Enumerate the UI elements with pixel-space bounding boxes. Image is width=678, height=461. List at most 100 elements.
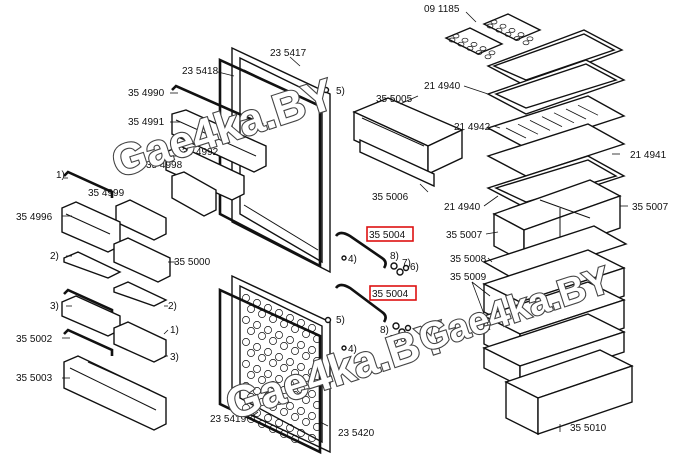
mesh-cell	[308, 346, 316, 354]
mesh-cell	[264, 370, 272, 378]
mesh-cell	[313, 335, 321, 343]
mesh-cell	[242, 360, 250, 368]
mesh-cell	[297, 341, 305, 349]
mesh-cell	[308, 324, 316, 332]
ice-cell	[461, 37, 469, 43]
mesh-cell	[291, 413, 299, 421]
mesh-cell	[275, 419, 283, 427]
shelf-slot	[565, 108, 587, 120]
mesh-cell	[242, 404, 250, 412]
shelf-slot	[577, 104, 599, 116]
note-7-lower: 7)	[390, 334, 399, 345]
mesh-cell	[302, 374, 310, 382]
mesh-cell	[253, 365, 261, 373]
mesh-cell	[302, 352, 310, 360]
label-23-5417: 23 5417	[270, 48, 307, 59]
label-35-5003: 35 5003	[16, 373, 53, 384]
note-5-upper: 5)	[336, 86, 345, 97]
mesh-cell	[308, 412, 316, 420]
note-1-right: 1)	[170, 325, 179, 336]
label-35-5004-upper: 35 5004	[369, 230, 406, 241]
mesh-cell	[280, 320, 288, 328]
mesh-cell	[247, 327, 255, 335]
label-23-5418: 23 5418	[182, 66, 219, 77]
mesh-cell	[286, 314, 294, 322]
ice-cell	[495, 27, 503, 33]
label-35-5010: 35 5010	[570, 423, 607, 434]
door-bins	[61, 84, 267, 431]
mesh-cell	[286, 380, 294, 388]
mesh-cell	[253, 409, 261, 417]
ice-cell	[475, 50, 483, 55]
note-7-upper: 7)	[402, 258, 411, 269]
mesh-cell	[291, 347, 299, 355]
mesh-cell	[275, 309, 283, 317]
freezer-drawer-upper	[352, 97, 464, 188]
mesh-cell	[280, 430, 288, 438]
mesh-cell	[297, 363, 305, 371]
note-6-lower: 6)	[400, 334, 409, 345]
mesh-cell	[280, 408, 288, 416]
mesh-cell	[280, 386, 288, 394]
mesh-cell	[247, 305, 255, 313]
mesh-cell	[253, 387, 261, 395]
ice-cell	[513, 36, 521, 41]
mesh-cell	[242, 382, 250, 390]
label-35-5009: 35 5009	[450, 272, 487, 283]
mesh-cell	[264, 392, 272, 400]
ice-cell	[499, 23, 507, 29]
mesh-cell	[275, 397, 283, 405]
mesh-cell	[258, 310, 266, 318]
mesh-cell	[291, 325, 299, 333]
ice-cell	[504, 32, 512, 37]
mesh-cell	[308, 390, 316, 398]
label-21-4940-bottom: 21 4940	[444, 202, 481, 213]
mesh-cell	[247, 371, 255, 379]
label-35-5007-right: 35 5007	[632, 202, 669, 213]
ice-cell	[490, 19, 498, 25]
mesh-cell	[302, 330, 310, 338]
label-35-5008: 35 5008	[450, 254, 487, 265]
mesh-cell	[258, 332, 266, 340]
highlight-box-lower	[369, 285, 417, 301]
note-8-upper: 8)	[390, 251, 399, 262]
note-5-lower: 5)	[336, 315, 345, 326]
mesh-cell	[286, 336, 294, 344]
mesh-cell	[247, 349, 255, 357]
right-drawers	[482, 179, 634, 436]
mesh-cell	[253, 299, 261, 307]
mesh-cell	[269, 381, 277, 389]
mesh-cell	[313, 357, 321, 365]
ice-cell	[522, 40, 530, 46]
door-handle-lower	[334, 283, 387, 323]
label-35-5005: 35 5005	[376, 94, 413, 105]
mesh-cell	[286, 424, 294, 432]
mesh-cell	[291, 391, 299, 399]
mesh-cell	[275, 375, 283, 383]
mesh-cell	[280, 342, 288, 350]
lower-door-mesh	[242, 294, 321, 443]
label-09-1185: 09 1185	[424, 4, 460, 15]
note-3-left: 3)	[50, 301, 59, 312]
mesh-cell	[297, 385, 305, 393]
ice-cell	[526, 36, 534, 42]
ice-cell	[517, 32, 525, 37]
note-2-left: 2)	[50, 251, 59, 262]
label-35-4999: 35 4999	[88, 188, 125, 199]
mesh-cell	[302, 396, 310, 404]
mesh-cell	[264, 326, 272, 334]
mesh-cell	[313, 401, 321, 409]
ice-cell	[466, 46, 474, 51]
note-2-right: 2)	[168, 301, 177, 312]
label-35-5006: 35 5006	[372, 192, 409, 203]
ice-cell	[448, 37, 456, 43]
label-23-5420: 23 5420	[338, 428, 375, 439]
mesh-cell	[264, 348, 272, 356]
label-35-5007-left: 35 5007	[446, 230, 483, 241]
mesh-cell	[269, 337, 277, 345]
label-35-4998: 35 4998	[146, 160, 183, 171]
note-1-left: 1)	[56, 170, 65, 181]
ice-cell	[508, 28, 516, 33]
ice-cell	[486, 23, 494, 29]
